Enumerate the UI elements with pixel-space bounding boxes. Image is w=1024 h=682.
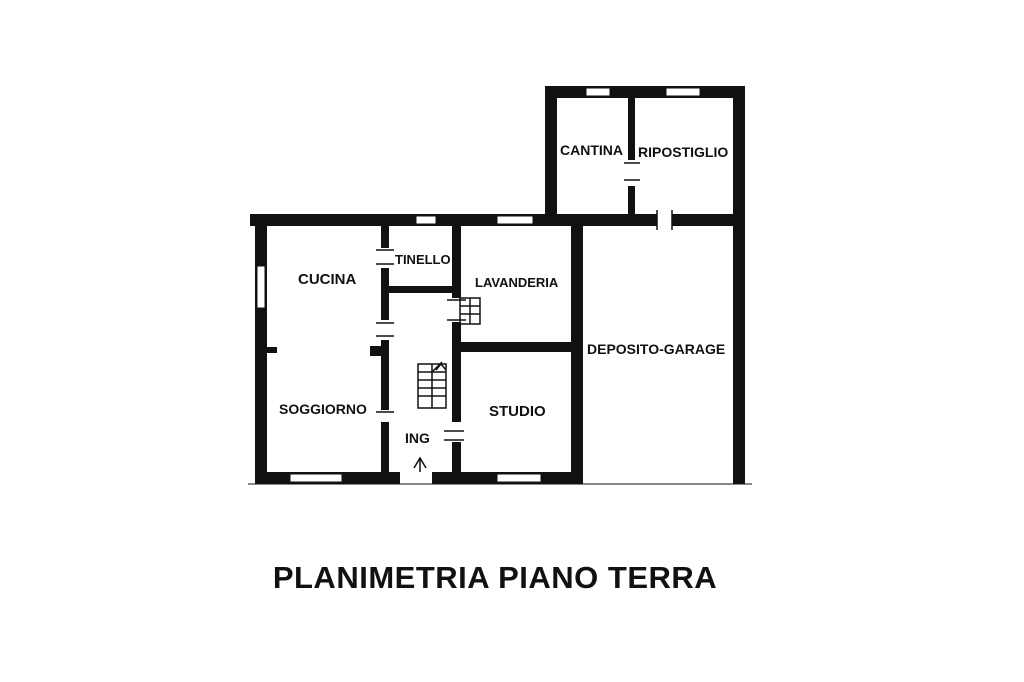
wall-lavanderia-west-low <box>452 322 461 422</box>
room-label-soggiorno: SOGGIORNO <box>279 401 367 417</box>
door-entrance <box>400 472 432 484</box>
wall-stub-cucina <box>370 346 382 356</box>
doors <box>400 214 733 484</box>
wall-garage-top-right <box>672 214 745 226</box>
room-label-lavanderia: LAVANDERIA <box>475 275 559 290</box>
window-tinello <box>415 215 437 225</box>
door-garage-bottom <box>583 472 733 484</box>
room-label-deposito-garage: DEPOSITO-GARAGE <box>587 341 725 357</box>
wall-studio-west <box>452 442 461 474</box>
wall-cantina-divider-lower <box>628 186 635 216</box>
wall-garage-top <box>571 214 657 226</box>
floor-plan: CUCINA TINELLO LAVANDERIA SOGGIORNO ING … <box>248 86 752 485</box>
wall-stub-left <box>267 347 277 353</box>
wall-annex-top <box>545 86 745 98</box>
wall-kitchen-east <box>381 226 389 248</box>
door-symbols <box>376 162 673 441</box>
staircase <box>413 297 481 472</box>
window-lavanderia <box>496 215 534 225</box>
window-left <box>256 265 266 309</box>
wall-lavanderia-south <box>461 342 575 352</box>
room-label-studio: STUDIO <box>489 403 546 420</box>
windows <box>256 87 701 483</box>
room-label-cantina: CANTINA <box>560 142 623 158</box>
window-soggiorno <box>289 473 343 483</box>
window-studio <box>496 473 542 483</box>
room-label-ripostiglio: RIPOSTIGLIO <box>638 144 728 160</box>
stairs-arrow <box>435 362 447 371</box>
wall-soggiorno-east-low <box>381 422 389 474</box>
room-label-cucina: CUCINA <box>298 271 356 288</box>
wall-soggiorno-east <box>381 340 389 410</box>
window-annex-top-1 <box>585 87 611 97</box>
window-annex-top-2 <box>665 87 701 97</box>
wall-annex-right <box>733 86 745 484</box>
room-labels: CUCINA TINELLO LAVANDERIA SOGGIORNO ING … <box>279 142 728 446</box>
door-garage-annex <box>657 214 672 226</box>
wall-tinello-south <box>381 286 457 293</box>
wall-lavanderia-west <box>452 226 461 298</box>
wall-main-left <box>255 214 267 484</box>
room-label-tinello: TINELLO <box>395 252 451 267</box>
plan-title: PLANIMETRIA PIANO TERRA <box>272 560 718 595</box>
wall-garage-left <box>571 226 583 484</box>
wall-annex-left <box>545 86 557 226</box>
room-label-ingresso: ING <box>405 430 430 446</box>
wall-cantina-divider <box>628 98 635 160</box>
wall-kitchen-east-mid <box>381 268 389 320</box>
